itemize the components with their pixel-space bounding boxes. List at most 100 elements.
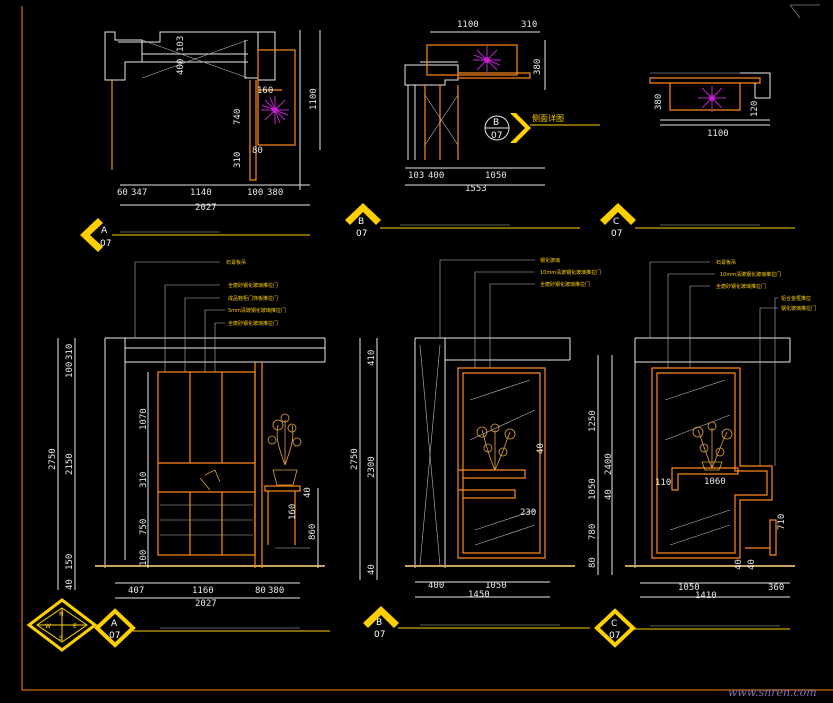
elev-a-label-letter: A [111,619,118,629]
elev-a-note-5: 全磨砂钢化玻璃推拉门 [228,320,278,327]
elev-c-dim-left-3: 1050 [588,478,598,500]
elev-a-dim-left-4: 2150 [65,453,75,475]
elev-a-dim-mid-2: 310 [139,472,149,488]
elev-b-dim-total: 1450 [468,590,490,600]
plant-sketch [267,413,302,486]
elev-c-dim-bottom-3: 360 [768,583,784,593]
elevation-c-label: C 07 [594,608,790,648]
elev-a-dim-left-5: 40 [65,579,75,590]
plan-a-dim-bottom-4: 100 [247,188,263,198]
plan-b-dim-right: 380 [533,59,543,75]
plant-sketch [692,421,733,471]
section-tag-b: B 07 侧面详图 [484,113,600,143]
plan-c-label-letter: C [613,217,619,227]
elev-b-dim-left-1: 410 [367,350,377,366]
plan-a-dim-right: 1100 [309,88,319,110]
elev-a-dim-bottom-2: 1160 [192,586,214,596]
plant-icon [473,46,501,74]
elevation-b-label: B 07 [363,606,590,640]
elev-a-dim-mid-4: 100 [139,550,149,566]
plan-a-dim-side-4: 80 [252,146,263,156]
plan-b-label: B 07 [345,203,580,239]
elev-c-dim-left-2: 2400 [604,453,614,475]
elev-a-dim-right-3: 860 [308,524,318,540]
plan-a-dim-side-1: 740 [233,109,243,125]
elev-b-dim-inner-1: 40 [536,443,546,454]
elev-a-dim-left-6: 150 [65,554,75,570]
plan-c-label: C 07 [600,203,795,239]
elev-a-note-2: 全磨砂钢化玻璃推拉门 [228,282,278,289]
elev-c-dim-left-7: 110 [655,478,671,488]
elev-a-note-1: 石膏板吊 [226,259,246,266]
elev-a-dim-total: 2027 [195,599,217,609]
elev-c-dim-bottom-4: 40 [747,559,757,570]
compass-w: W [45,623,51,630]
plan-a-label: A 07 [80,218,310,252]
compass-n: N [59,611,64,618]
elev-a-dim-mid-1: 1070 [139,408,149,430]
elev-b-note-1: 钢化玻璃 [540,257,560,264]
elev-a-dim-bottom-1: 407 [128,586,144,596]
compass-rose: N S W E [26,598,98,652]
elev-a-dim-bottom-4: 380 [268,586,284,596]
elev-a-dim-right-1: 40 [303,487,313,498]
elev-b-note-3: 全磨砂钢化玻璃推拉门 [540,281,590,288]
plan-b-dim-bottom-2: 400 [428,171,444,181]
compass-s: S [59,635,63,642]
watermark: www.snren.com [728,686,817,699]
elevation-a-label: A 07 [94,608,330,648]
leader-lines [439,259,535,368]
plan-b-dim-bottom-3: 1050 [485,171,507,181]
plan-b-dim-total: 1553 [465,184,487,194]
elev-a-dim-mid-3: 750 [139,519,149,535]
elev-b-note-2: 10mm清玻钢化玻璃推拉门 [540,269,601,276]
section-tag-text: 侧面详图 [532,113,564,123]
plan-a-dim-side-3: 160 [257,86,273,96]
elev-c-note-2: 10mm清玻钢化玻璃推拉门 [720,271,781,278]
elev-c-dim-inner-2: 1060 [704,477,726,487]
leader-lines [649,261,778,466]
compass-e: E [73,623,77,630]
elev-c-dim-inner-3: 710 [777,514,787,530]
elev-c-dim-bottom-1: 1050 [678,583,700,593]
plan-a-dim-top-1: 400 [176,59,186,75]
elev-b-dim-left-4: 40 [367,564,377,575]
plant-sketch [476,423,516,471]
elev-a-note-3: 成品鞋柜门饰板推拉门 [228,295,278,302]
elevation-a: 石膏板吊 全磨砂钢化玻璃推拉门 成品鞋柜门饰板推拉门 5mm清玻钢化玻璃推拉门 … [48,259,326,609]
plan-b-label-letter: B [358,217,364,227]
section-tag-letter: B [493,118,499,128]
elev-c-note-3: 全磨砂钢化玻璃推拉门 [716,283,766,290]
plan-a-dim-bottom-2: 347 [131,188,147,198]
elev-a-note-4: 5mm清玻钢化玻璃推拉门 [228,307,286,314]
elev-b-label-sheet: 07 [374,630,385,640]
elev-c-label-sheet: 07 [609,631,620,641]
plan-a-dim-side-2: 310 [233,152,243,168]
elev-b-dim-bottom-1: 400 [428,581,444,591]
elev-a-dim-right-2: 160 [288,504,298,520]
elev-b-label-letter: B [376,618,382,628]
elev-b-dim-left-3: 2300 [367,456,377,478]
section-tag-sheet: 07 [491,131,502,141]
elev-c-note-1: 石膏板吊 [716,259,736,266]
elevation-b: 钢化玻璃 10mm清玻钢化玻璃推拉门 全磨砂钢化玻璃推拉门 410 2750 2… [350,257,601,600]
elev-c-label-letter: C [611,619,617,629]
elev-b-dim-left-2: 2750 [350,448,360,470]
elev-c-dim-bottom-2: 40 [734,559,744,570]
plan-b: 1100 310 380 103 400 1050 1553 B 07 侧面详图 [404,20,600,194]
elev-b-dim-inner-2: 230 [520,508,536,518]
plan-b-label-sheet: 07 [356,229,367,239]
plan-a-dim-bottom-1: 60 [117,188,128,198]
plan-a-label-letter: A [101,226,108,236]
elev-c-note-4: 铝合金框推拉 [781,295,811,302]
plan-b-dim-top-2: 310 [521,20,537,30]
elev-a-dim-left-3: 2750 [48,448,58,470]
plan-a: 400 103 740 310 160 80 1100 60 347 1140 … [104,30,321,213]
elev-c-dim-left-5: 80 [588,557,598,568]
elev-c-dim-total: 1410 [695,591,717,601]
leader-lines [134,261,225,372]
elev-b-dim-bottom-2: 1050 [485,581,507,591]
plant-icon [698,86,726,112]
plan-c-dim-side-2: 120 [750,101,760,117]
